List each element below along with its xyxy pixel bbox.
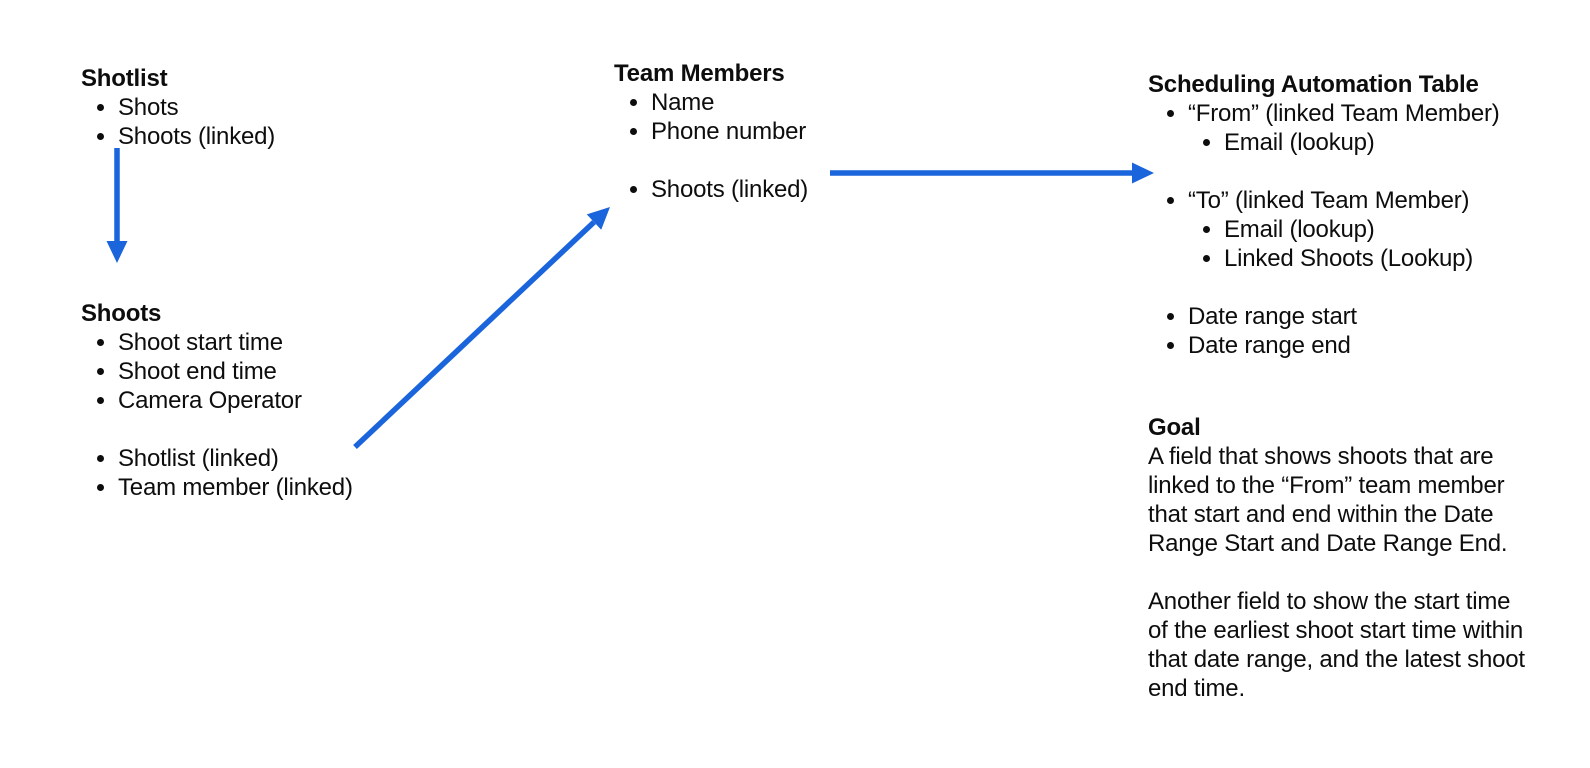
scheduling-title: Scheduling Automation Table	[1148, 71, 1479, 98]
spacer	[1148, 558, 1525, 587]
scheduling-field-from-label: “From” (linked Team Member)	[1188, 100, 1500, 127]
team-members-table-block: Team Members Name Phone number Shoots (l…	[614, 59, 808, 204]
scheduling-field-to: “To” (linked Team Member) Email (lookup)…	[1188, 186, 1500, 273]
shoots-title: Shoots	[81, 300, 162, 327]
goal-paragraph-1: A field that shows shoots that are linke…	[1148, 442, 1525, 558]
team-members-title: Team Members	[614, 60, 785, 87]
team-members-field-list: Name Phone number	[614, 88, 808, 146]
arrow-shoots-to-team-members-icon	[353, 207, 610, 450]
shoots-link-list: Shotlist (linked) Team member (linked)	[81, 444, 353, 502]
goal-text-line: linked to the “From” team member	[1148, 472, 1505, 499]
goal-paragraph-2: Another field to show the start time of …	[1148, 587, 1525, 703]
shotlist-field-list: Shots Shoots (linked)	[81, 93, 275, 151]
shotlist-field-shoots-linked: Shoots (linked)	[118, 122, 275, 151]
shoots-field-shotlist-linked: Shotlist (linked)	[118, 444, 353, 473]
scheduling-range-group: Date range start Date range end	[1148, 302, 1500, 360]
scheduling-to-group: “To” (linked Team Member) Email (lookup)…	[1148, 186, 1500, 273]
shoots-field-start-time: Shoot start time	[118, 328, 353, 357]
shoots-field-team-member-linked: Team member (linked)	[118, 473, 353, 502]
scheduling-field-from-email-lookup: Email (lookup)	[1224, 128, 1500, 157]
scheduling-to-sub-list: Email (lookup) Linked Shoots (Lookup)	[1188, 215, 1500, 273]
spacer	[1148, 273, 1500, 302]
scheduling-field-to-email-lookup: Email (lookup)	[1224, 215, 1500, 244]
goal-text-line: end time.	[1148, 675, 1245, 702]
shotlist-title: Shotlist	[81, 65, 168, 92]
goal-text-line: that start and end within the Date	[1148, 501, 1494, 528]
spacer	[1148, 157, 1500, 186]
scheduling-field-date-range-end: Date range end	[1188, 331, 1500, 360]
goal-text-line: A field that shows shoots that are	[1148, 443, 1494, 470]
scheduling-field-to-linked-shoots-lookup: Linked Shoots (Lookup)	[1224, 244, 1500, 273]
spacer	[614, 146, 808, 175]
scheduling-field-date-range-start: Date range start	[1188, 302, 1500, 331]
team-members-field-shoots-linked: Shoots (linked)	[651, 175, 808, 204]
arrow-team-members-to-scheduling-icon	[830, 162, 1154, 184]
team-members-link-list: Shoots (linked)	[614, 175, 808, 204]
team-members-field-name: Name	[651, 88, 808, 117]
shoots-field-end-time: Shoot end time	[118, 357, 353, 386]
goal-text-line: that date range, and the latest shoot	[1148, 646, 1525, 673]
shoots-table-block: Shoots Shoot start time Shoot end time C…	[81, 299, 353, 502]
goal-text-line: Another field to show the start time	[1148, 588, 1511, 615]
arrow-shotlist-to-shoots-icon	[106, 148, 128, 263]
shoots-field-camera-operator: Camera Operator	[118, 386, 353, 415]
team-members-field-phone: Phone number	[651, 117, 808, 146]
scheduling-from-sub-list: Email (lookup)	[1188, 128, 1500, 157]
shoots-field-list: Shoot start time Shoot end time Camera O…	[81, 328, 353, 415]
spacer	[81, 415, 353, 444]
shotlist-field-shots: Shots	[118, 93, 275, 122]
scheduling-automation-table-block: Scheduling Automation Table “From” (link…	[1148, 70, 1500, 360]
goal-note-block: Goal A field that shows shoots that are …	[1148, 413, 1525, 703]
shotlist-table-block: Shotlist Shots Shoots (linked)	[81, 64, 275, 151]
scheduling-field-to-label: “To” (linked Team Member)	[1188, 187, 1470, 214]
goal-text-line: of the earliest shoot start time within	[1148, 617, 1524, 644]
scheduling-from-group: “From” (linked Team Member) Email (looku…	[1148, 99, 1500, 157]
goal-text-line: Range Start and Date Range End.	[1148, 530, 1508, 557]
scheduling-field-from: “From” (linked Team Member) Email (looku…	[1188, 99, 1500, 157]
goal-title: Goal	[1148, 414, 1201, 441]
